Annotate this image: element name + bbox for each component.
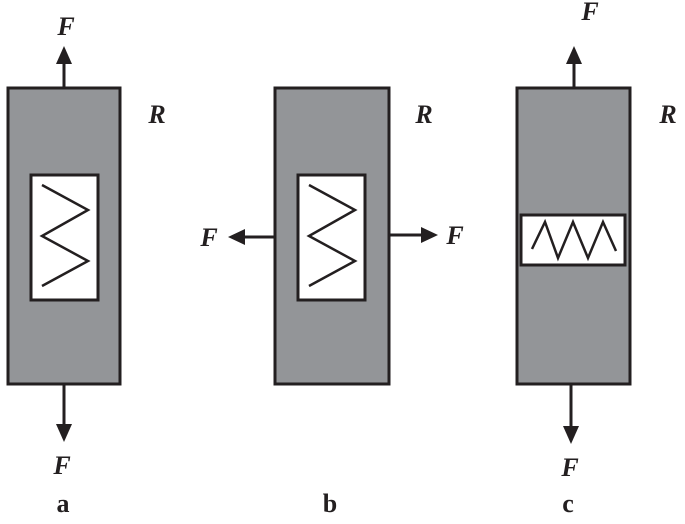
arrowhead-up-a: [56, 46, 72, 64]
material-label-b: R: [414, 100, 432, 129]
force-label-left-b: F: [199, 223, 217, 252]
arrowhead-down-a: [56, 424, 72, 442]
panel-a: F F R a: [6, 12, 166, 518]
arrowhead-left-b: [228, 229, 245, 245]
panel-c: F F R c: [515, 0, 677, 518]
arrowhead-down-c: [563, 426, 579, 444]
panel-label-b: b: [323, 489, 337, 518]
material-label-c: R: [658, 100, 676, 129]
force-label-top-a: F: [56, 12, 74, 41]
force-label-bottom-c: F: [560, 453, 578, 482]
window-a: [29, 173, 100, 302]
arrowhead-up-c: [566, 46, 582, 64]
material-label-a: R: [147, 100, 165, 129]
spring-c: [530, 218, 618, 262]
window-b: [296, 173, 367, 302]
force-label-right-b: F: [445, 221, 463, 250]
force-label-bottom-a: F: [52, 451, 70, 480]
spring-b: [306, 183, 358, 288]
panel-label-c: c: [562, 489, 574, 518]
panel-label-a: a: [57, 489, 70, 518]
arrowhead-right-b: [421, 227, 438, 243]
panel-b: F F R b: [199, 86, 464, 518]
spring-a: [39, 183, 91, 288]
force-label-top-c: F: [580, 0, 598, 26]
